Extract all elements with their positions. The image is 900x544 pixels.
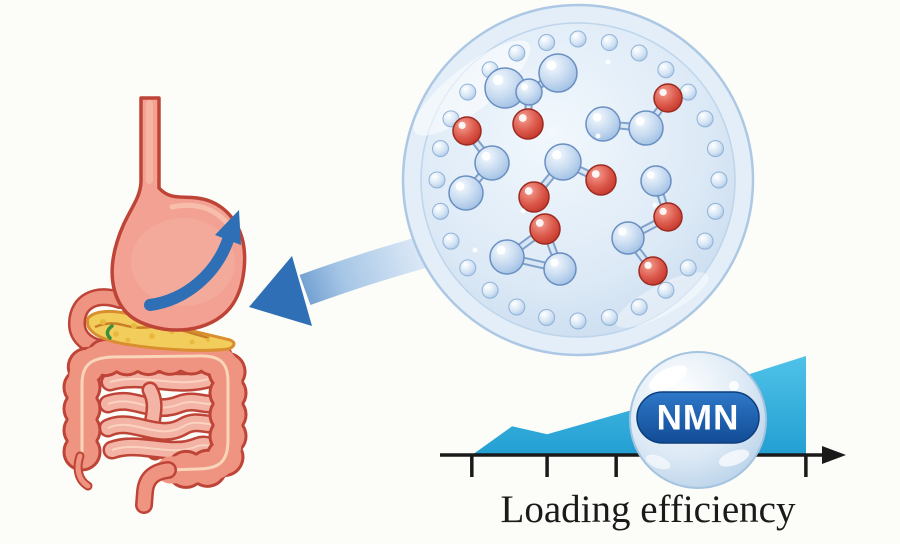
molecule	[518, 143, 617, 213]
blue-atom	[448, 175, 484, 211]
nmn-badge	[636, 391, 760, 444]
nmn-molecules	[448, 53, 683, 286]
bile-duct	[105, 324, 114, 340]
molecule	[585, 83, 683, 146]
axis-arrow-icon	[822, 446, 846, 464]
axis-ticks	[470, 455, 808, 477]
absorption-arrow-icon	[144, 210, 241, 311]
membrane-bead	[428, 171, 446, 189]
membrane-bead	[459, 259, 477, 277]
red-atom	[452, 116, 482, 146]
red-atom	[653, 83, 683, 113]
red-atom	[529, 213, 561, 245]
membrane-bead	[706, 202, 724, 220]
molecule	[611, 165, 683, 286]
liposome-vesicle	[401, 3, 755, 357]
nmn-badge-label: NMN	[657, 399, 740, 438]
red-atom	[518, 181, 550, 213]
membrane-bead	[538, 34, 556, 52]
membrane-bead	[696, 232, 714, 250]
molecule	[489, 213, 577, 286]
membrane-bead	[459, 83, 477, 101]
membrane-bead	[538, 308, 556, 326]
blue-atom	[543, 252, 577, 286]
membrane-bead	[657, 61, 675, 79]
membrane-bead	[508, 298, 526, 316]
red-atom	[512, 108, 544, 140]
membrane-bead	[630, 44, 648, 62]
membrane-bead	[569, 312, 587, 330]
blue-atom	[538, 53, 578, 93]
chart-axis-label: Loading efficiency	[501, 488, 796, 531]
blue-atom	[544, 143, 582, 181]
membrane-bead	[569, 30, 587, 48]
small-intestine	[98, 368, 225, 461]
loading-chart: NMN Loading efficiency	[440, 351, 846, 531]
membrane-bead	[630, 298, 648, 316]
molecule	[484, 53, 578, 140]
membrane-bead	[696, 110, 714, 128]
molecule	[448, 116, 510, 211]
red-atom	[653, 202, 683, 232]
digestive-system	[62, 96, 248, 514]
blue-atom	[611, 221, 645, 255]
esophagus	[146, 100, 153, 184]
nmn-bubble: NMN	[629, 351, 767, 489]
membrane-bead	[600, 34, 618, 52]
blue-atom	[585, 106, 621, 142]
vesicle-sparkles	[472, 59, 658, 253]
membrane-bead	[508, 44, 526, 62]
blue-atom	[489, 239, 525, 275]
blue-atom	[474, 145, 510, 181]
membrane-bead	[657, 281, 675, 299]
rectum	[135, 461, 177, 514]
blue-atom	[640, 165, 672, 197]
pancreas	[86, 309, 236, 352]
delivery-arrow-icon	[249, 231, 447, 326]
membrane-bead	[432, 140, 450, 158]
membrane-bead	[481, 281, 499, 299]
red-atom	[638, 256, 668, 286]
blue-atom	[628, 110, 664, 146]
membrane-bead	[442, 232, 460, 250]
membrane-bead	[600, 308, 618, 326]
blue-atom	[515, 78, 543, 106]
membrane-bead	[432, 202, 450, 220]
appendix	[73, 451, 93, 491]
membrane-bead	[706, 140, 724, 158]
membrane-bead	[679, 259, 697, 277]
membrane-bead	[710, 171, 728, 189]
red-atom	[585, 164, 617, 196]
colon	[62, 336, 248, 490]
